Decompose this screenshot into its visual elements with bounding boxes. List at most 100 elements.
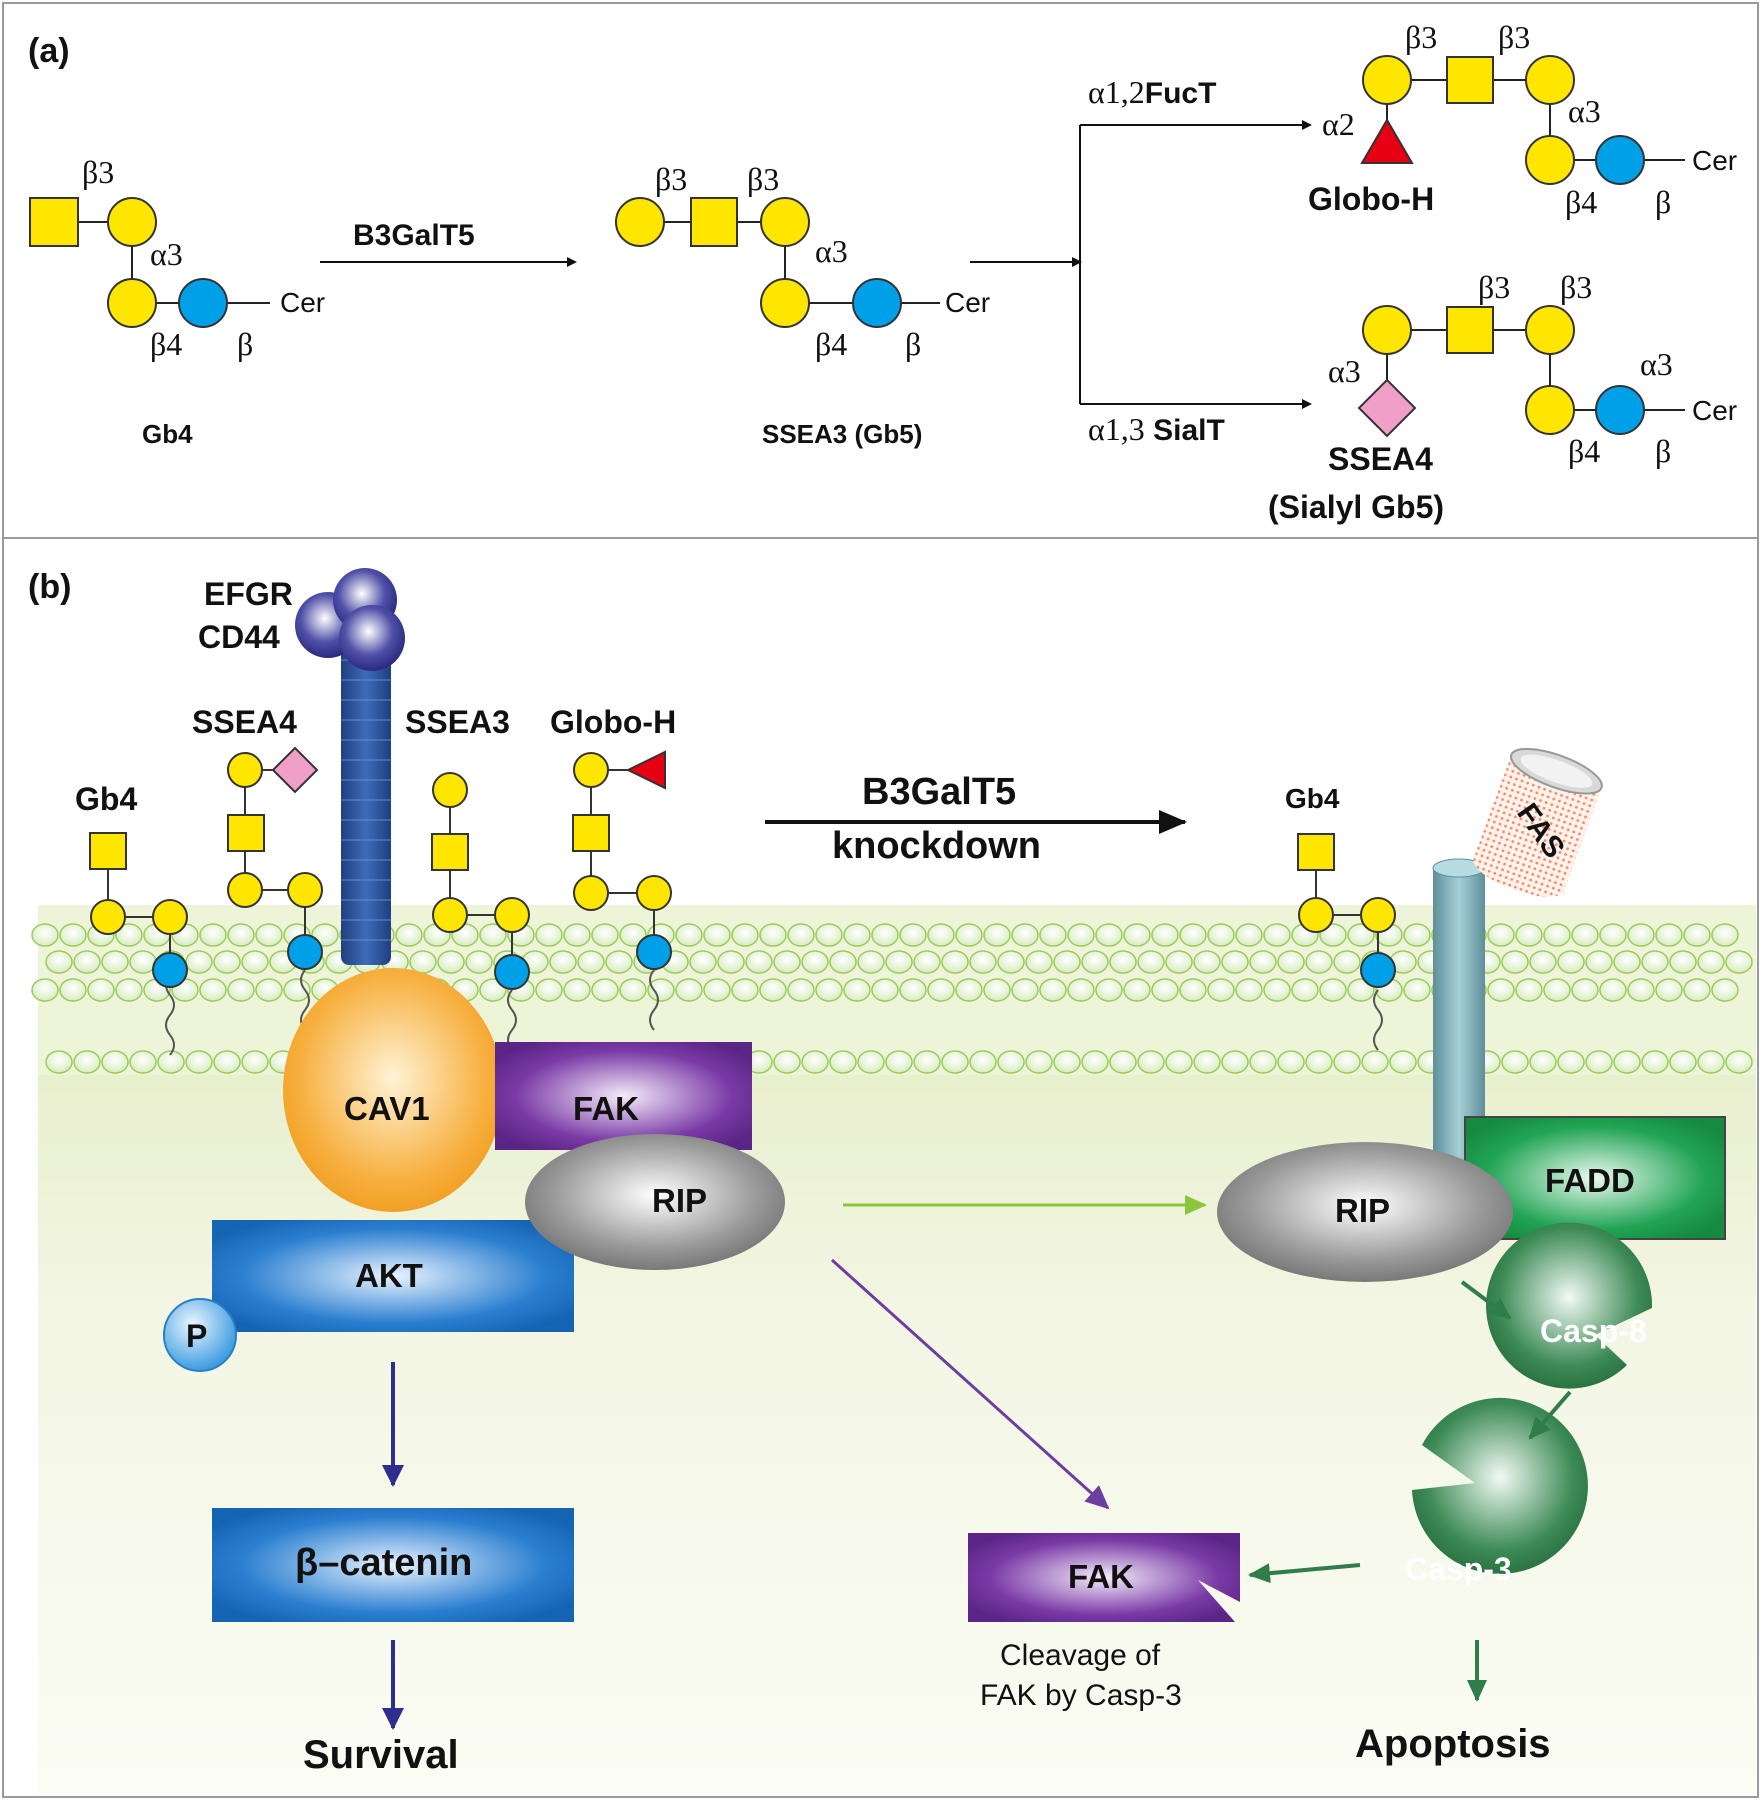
linkage-label: α3 bbox=[815, 233, 848, 269]
lipid-head bbox=[465, 950, 493, 974]
lipid-head bbox=[1319, 978, 1347, 1002]
linkage-label: β3 bbox=[1560, 269, 1592, 305]
linkage-label: β3 bbox=[1498, 19, 1530, 55]
glucose-circle bbox=[494, 954, 530, 990]
lipid-head bbox=[1053, 950, 1081, 974]
lipid-head bbox=[1403, 978, 1431, 1002]
lipid-head bbox=[1557, 950, 1585, 974]
lipid-head bbox=[1571, 978, 1599, 1002]
gb4-glycan: β3 α3 β4 β Cer Gb4 bbox=[29, 154, 325, 449]
linkage-label: β bbox=[905, 326, 921, 362]
sialic-acid-diamond bbox=[271, 746, 319, 794]
lipid-head bbox=[1683, 923, 1711, 947]
lipid-head bbox=[59, 978, 87, 1002]
galactose-circle bbox=[227, 872, 263, 908]
lipid-head bbox=[129, 1050, 157, 1074]
lipid-head bbox=[843, 923, 871, 947]
lipid-head bbox=[1193, 950, 1221, 974]
lipid-head bbox=[1095, 923, 1123, 947]
lipid-head bbox=[1515, 978, 1543, 1002]
lipid-head bbox=[549, 950, 577, 974]
galactose-circle bbox=[107, 278, 157, 328]
lipid-head bbox=[1179, 978, 1207, 1002]
lipid-head bbox=[1151, 923, 1179, 947]
lipid-head bbox=[1123, 923, 1151, 947]
rip-right-protein bbox=[1217, 1142, 1513, 1282]
lipid-head bbox=[801, 950, 829, 974]
rip-label: RIP bbox=[652, 1182, 707, 1219]
lipid-head bbox=[1249, 950, 1277, 974]
lipid-head bbox=[31, 923, 59, 947]
lipid-head bbox=[941, 1050, 969, 1074]
lipid-head bbox=[1179, 923, 1207, 947]
lipid-head bbox=[1081, 1050, 1109, 1074]
galactose-circle bbox=[107, 197, 157, 247]
lipid-head bbox=[1221, 950, 1249, 974]
lipid-head bbox=[1361, 1050, 1389, 1074]
enzyme-fuct: α1,2FucT bbox=[1088, 74, 1216, 110]
linkage-label: β3 bbox=[82, 154, 114, 190]
sialic-acid-diamond bbox=[1357, 378, 1417, 438]
linkage-label: β3 bbox=[1478, 269, 1510, 305]
beta-catenin-protein bbox=[212, 1508, 574, 1622]
galnac-square bbox=[89, 832, 127, 870]
ceramide-label: Cer bbox=[945, 287, 990, 318]
lipid-head bbox=[1627, 978, 1655, 1002]
lipid-head bbox=[1137, 1050, 1165, 1074]
galnac-square bbox=[690, 197, 738, 247]
lipid-head bbox=[31, 978, 59, 1002]
lipid-head bbox=[479, 923, 507, 947]
lipid-head bbox=[745, 950, 773, 974]
arrow-rip-to-fak-cleavage bbox=[830, 1258, 1110, 1510]
lipid-head bbox=[1599, 923, 1627, 947]
globoh-membrane-glycan bbox=[572, 750, 672, 1031]
lipid-head bbox=[1669, 950, 1697, 974]
ssea3-name: SSEA3 (Gb5) bbox=[762, 419, 922, 449]
lipid-head bbox=[1641, 950, 1669, 974]
lipid-head bbox=[1207, 923, 1235, 947]
lipid-head bbox=[535, 923, 563, 947]
galactose-circle bbox=[1362, 55, 1412, 105]
galactose-circle bbox=[287, 872, 323, 908]
lipid-head bbox=[675, 923, 703, 947]
lipid-head bbox=[1249, 1050, 1277, 1074]
lipid-head bbox=[1011, 923, 1039, 947]
lipid-head bbox=[815, 978, 843, 1002]
lipid-head bbox=[115, 923, 143, 947]
casp3-protein bbox=[1412, 1397, 1588, 1574]
lipid-head bbox=[1277, 1050, 1305, 1074]
lipid-head bbox=[1039, 923, 1067, 947]
lipid-head bbox=[689, 950, 717, 974]
linkage-label: β bbox=[1655, 184, 1671, 220]
galnac-square bbox=[431, 833, 469, 871]
galactose-circle bbox=[573, 875, 609, 911]
lipid-head bbox=[857, 950, 885, 974]
lipid-head bbox=[829, 950, 857, 974]
lipid-head bbox=[59, 923, 87, 947]
lipid-head bbox=[1389, 1050, 1417, 1074]
lipid-head bbox=[1725, 1050, 1753, 1074]
lipid-head bbox=[535, 978, 563, 1002]
label-gb4-right: Gb4 bbox=[1285, 783, 1340, 814]
lipid-head bbox=[731, 923, 759, 947]
lipid-head bbox=[703, 923, 731, 947]
cleavage-text-2: FAK by Casp-3 bbox=[980, 1679, 1182, 1712]
lipid-head bbox=[1515, 923, 1543, 947]
glucose-circle bbox=[852, 278, 902, 328]
lipid-head bbox=[787, 978, 815, 1002]
lipid-head bbox=[899, 923, 927, 947]
casp8-protein bbox=[1486, 1222, 1653, 1389]
ssea4-glycan: β3 β3 α3 α3 β4 β Cer SSEA4 (Sialyl Gb5) bbox=[1268, 269, 1737, 525]
linkage-label: α2 bbox=[1322, 106, 1355, 142]
label-ssea3: SSEA3 bbox=[405, 704, 510, 740]
lipid-head bbox=[1697, 1050, 1725, 1074]
gb4-right-membrane-glycan bbox=[1297, 833, 1396, 1051]
panel-b-label: (b) bbox=[28, 568, 71, 606]
lipid-head bbox=[1613, 950, 1641, 974]
receptor-label-efgr: EFGR bbox=[204, 576, 293, 612]
linkage-label: β4 bbox=[1568, 433, 1600, 469]
lipid-head bbox=[983, 923, 1011, 947]
lipid-head bbox=[1025, 1050, 1053, 1074]
galnac-square bbox=[1446, 56, 1494, 104]
lipid-head bbox=[157, 1050, 185, 1074]
